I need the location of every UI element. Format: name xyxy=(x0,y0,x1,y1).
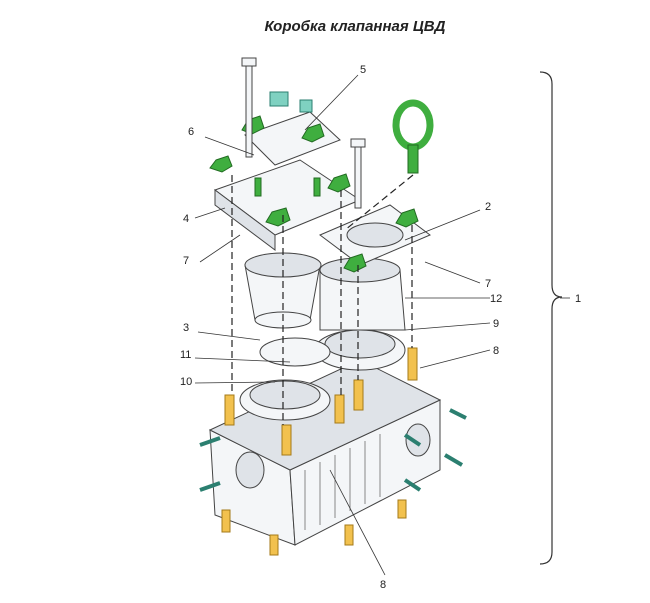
side-bolts xyxy=(199,408,467,492)
valve-covers xyxy=(213,159,431,266)
callout-7-right: 7 xyxy=(485,278,491,290)
assembly-brace xyxy=(539,71,563,565)
eyebolt-icon xyxy=(392,99,434,174)
nuts xyxy=(209,115,419,273)
callout-8-right: 8 xyxy=(493,345,499,357)
callout-1: 1 xyxy=(575,293,581,305)
studs xyxy=(221,347,418,556)
callout-5: 5 xyxy=(360,64,366,76)
callout-labels: 1 2 3 4 5 6 7 7 8 8 9 10 11 12 xyxy=(180,64,581,591)
assembly-axis-lines xyxy=(231,174,414,425)
callout-4: 4 xyxy=(183,213,189,225)
callout-2: 2 xyxy=(485,201,491,213)
callout-3: 3 xyxy=(183,322,189,334)
callout-9: 9 xyxy=(493,318,499,330)
leader-lines xyxy=(194,74,570,576)
callout-8-bottom: 8 xyxy=(380,579,386,591)
diagram-title: Коробка клапанная ЦВД xyxy=(264,18,446,35)
valve-box-housing xyxy=(208,359,442,546)
valve-seats xyxy=(239,329,406,421)
callout-7-left: 7 xyxy=(183,255,189,267)
callout-6: 6 xyxy=(188,126,194,138)
long-bolts xyxy=(241,57,366,209)
callout-10: 10 xyxy=(180,376,192,388)
callout-11: 11 xyxy=(180,349,191,361)
valve-cages xyxy=(244,252,406,331)
callout-12: 12 xyxy=(490,293,502,305)
